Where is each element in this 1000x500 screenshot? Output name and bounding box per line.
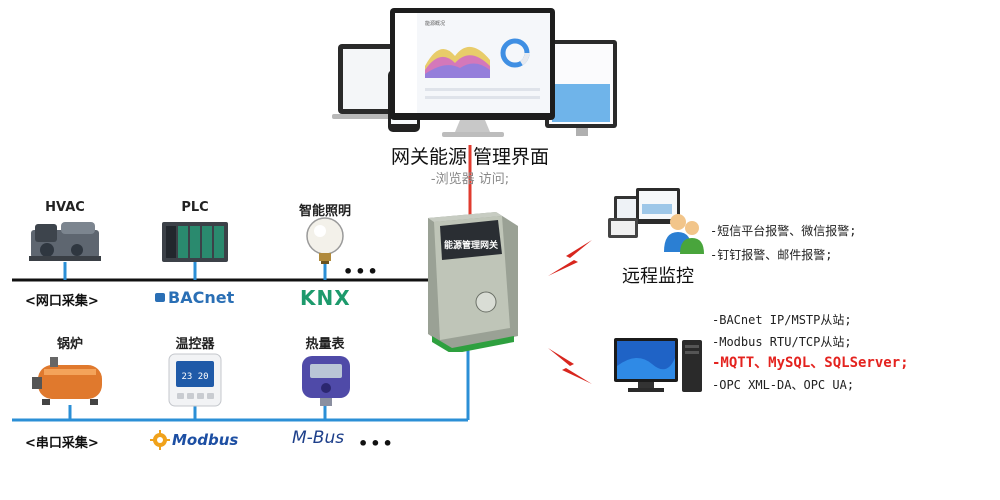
device-label-hvac: HVAC xyxy=(45,200,85,215)
device-label-plc: PLC xyxy=(181,200,209,215)
remote-monitoring-icon xyxy=(608,188,704,254)
web-subtitle: -浏览器 访问; xyxy=(430,172,510,187)
boiler-icon xyxy=(32,357,102,405)
knx-logo: KNX xyxy=(300,286,351,310)
web-title: 网关能源 管理界面 xyxy=(390,146,550,168)
device-label-lighting: 智能照明 xyxy=(298,204,351,219)
serial-more-dots: ••• xyxy=(358,434,395,453)
web-devices-illustration: 能源概况 xyxy=(330,8,620,143)
wireless-bolt-icon xyxy=(548,348,592,384)
mbus-logo: M-Bus xyxy=(292,428,345,448)
server-line-4: -OPC XML-DA、OPC UA; xyxy=(712,378,855,392)
plc-icon xyxy=(162,222,228,262)
server-highlight-line: -MQTT、MySQL、SQLServer; xyxy=(712,355,909,371)
gateway-label: 能源管理网关 xyxy=(444,241,499,251)
server-line-1: -BACnet IP/MSTP从站; xyxy=(712,313,852,327)
mini-screen-title: 能源概况 xyxy=(425,21,446,27)
bacnet-logo: BACnet xyxy=(155,288,240,308)
svg-text:23 20: 23 20 xyxy=(181,372,208,382)
server-line-2: -Modbus RTU/TCP从站; xyxy=(712,335,852,349)
heat-meter-icon xyxy=(302,356,350,406)
device-label-heat-meter: 热量表 xyxy=(305,337,345,352)
bacnet-emblem-icon xyxy=(155,293,165,302)
network-collect-label: <网口采集> xyxy=(25,294,99,309)
device-label-boiler: 锅炉 xyxy=(56,337,83,352)
modbus-logo-text: Modbus xyxy=(172,431,239,449)
wireless-bolt-icon xyxy=(548,240,592,276)
pc-workstation-icon xyxy=(614,338,702,392)
modbus-emblem-icon xyxy=(150,430,170,450)
modbus-logo: Modbus xyxy=(150,428,245,452)
thermostat-icon: 23 20 xyxy=(168,353,222,407)
remote-title: 远程监控 xyxy=(622,266,694,287)
network-more-dots: ••• xyxy=(343,262,380,281)
device-label-thermostat: 温控器 xyxy=(175,337,215,352)
hvac-chiller-icon xyxy=(29,222,101,261)
remote-line-2: -钉钉报警、邮件报警; xyxy=(710,248,833,262)
remote-line-1: -短信平台报警、微信报警; xyxy=(710,224,857,238)
bacnet-logo-text: BACnet xyxy=(168,288,235,307)
smart-light-bulb-icon xyxy=(306,217,344,264)
energy-gateway-device: 能源管理网关 xyxy=(418,210,528,354)
serial-collect-label: <串口采集> xyxy=(25,436,99,451)
